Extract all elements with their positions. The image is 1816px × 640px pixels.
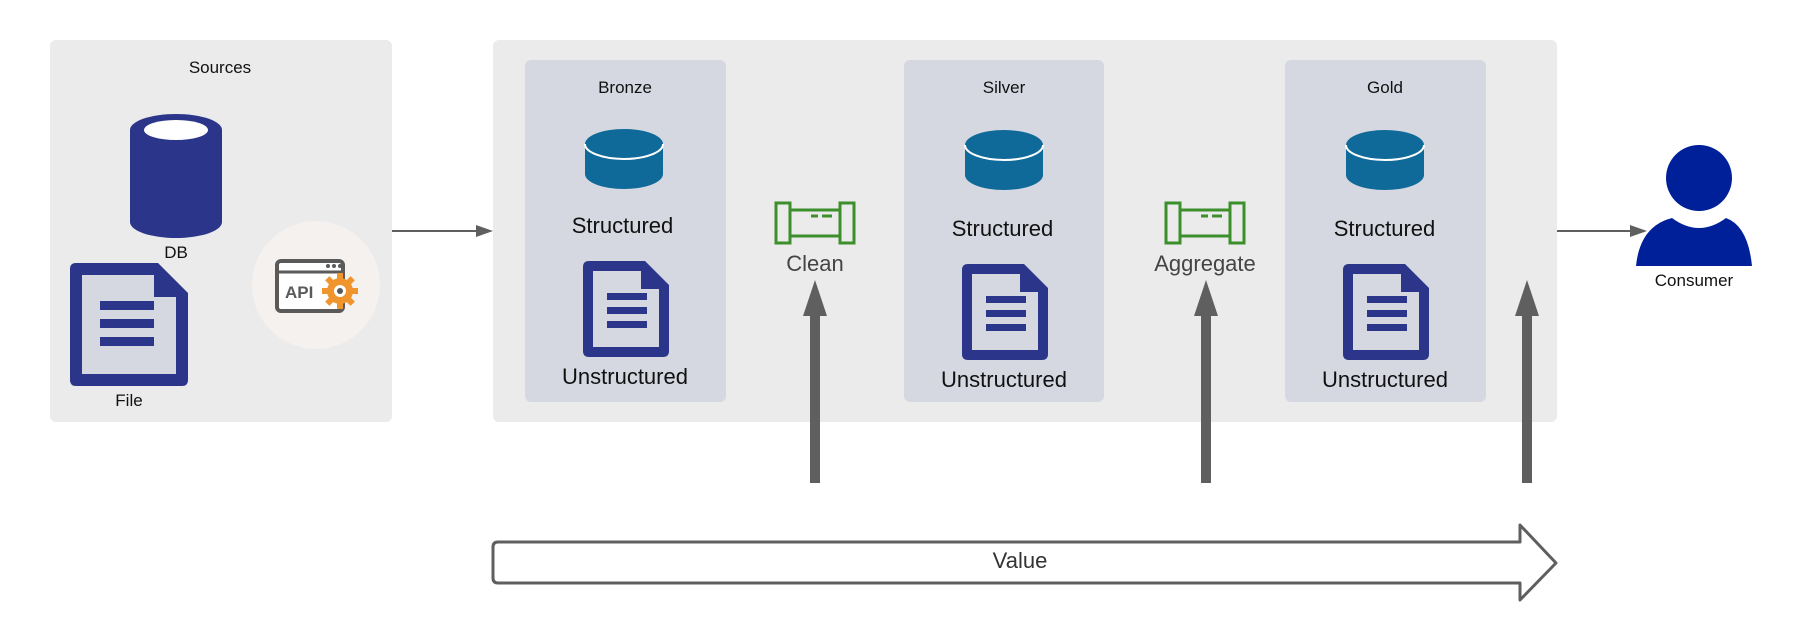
gold-up-arrow [1515,280,1539,483]
file-label: File [115,391,143,410]
file-source-icon [70,263,188,386]
consumer-label: Consumer [1654,271,1734,290]
aggregate-pipe-icon [1164,201,1246,245]
silver-database-icon [964,130,1044,190]
bronze-structured-label: Structured [571,213,674,238]
bronze-unstructured-label: Unstructured [562,364,688,389]
gold-database-icon [1345,130,1425,190]
clean-label: Clean [786,251,844,276]
api-icon: API [252,221,380,349]
clean-pipe-icon [774,201,856,245]
value-label: Value [992,548,1048,573]
clean-up-arrow [803,280,827,483]
sources-to-medallion-arrow [392,225,493,237]
medallion-to-consumer-arrow [1557,225,1647,237]
gold-document-icon [1343,264,1429,360]
silver-document-icon [962,264,1048,360]
bronze-database-icon [584,129,664,189]
value-arrow [491,523,1558,602]
api-label: API [285,283,314,302]
bronze-title: Bronze [598,78,652,97]
silver-structured-label: Structured [951,216,1054,241]
aggregate-label: Aggregate [1154,251,1256,276]
db-source-icon [130,114,222,238]
gold-title: Gold [1367,78,1403,97]
db-label: DB [164,243,188,262]
gold-structured-label: Structured [1333,216,1436,241]
silver-title: Silver [982,78,1026,97]
gold-unstructured-label: Unstructured [1322,367,1448,392]
sources-title: Sources [188,58,252,77]
silver-unstructured-label: Unstructured [941,367,1067,392]
user-icon [1636,145,1752,266]
bronze-document-icon [583,261,669,357]
aggregate-up-arrow [1194,280,1218,483]
